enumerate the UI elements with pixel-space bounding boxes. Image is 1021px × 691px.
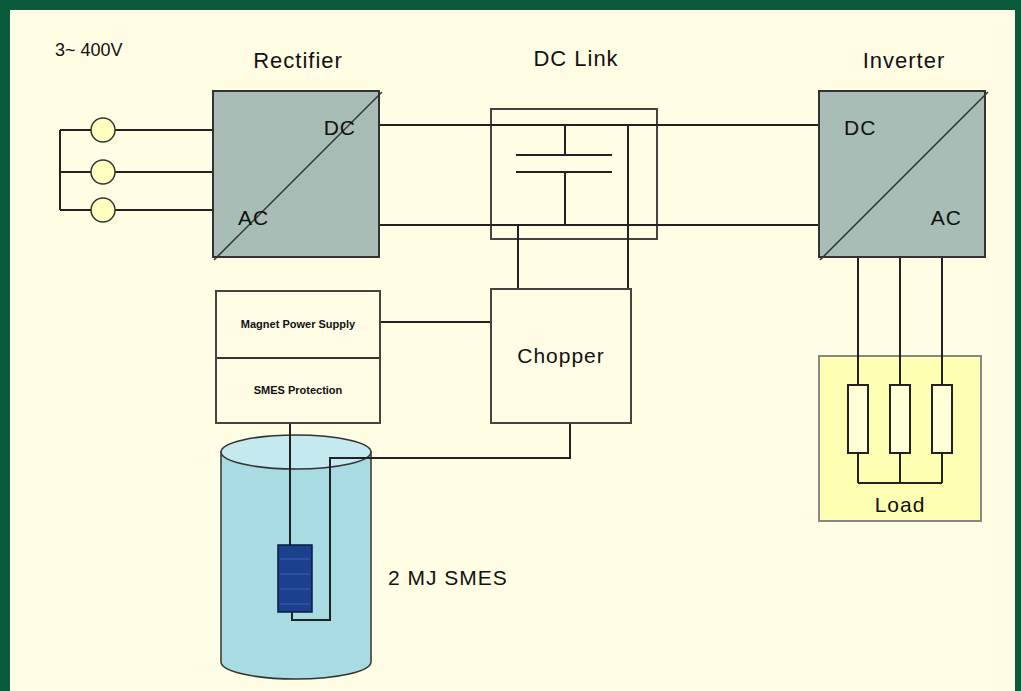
block-heading: Inverter: [800, 48, 1008, 73]
block-text: Magnet Power Supply: [217, 292, 379, 357]
chopper-block: Chopper: [490, 288, 632, 424]
block-symbol: [818, 90, 986, 258]
wire-connector: [518, 240, 519, 288]
block-symbol: [490, 108, 658, 240]
block-heading: 2 MJ SMES: [388, 566, 508, 590]
converter-block: InverterDCAC: [818, 90, 986, 258]
source-symbol: [91, 118, 115, 222]
wire-connector: [858, 258, 859, 355]
block-text: SMES Protection: [217, 357, 379, 422]
wire-connector: [942, 258, 943, 355]
supply-block: Magnet Power SupplySMES Protection: [215, 290, 381, 424]
dc-link-block: DC Link: [490, 108, 658, 240]
wire-connector: [900, 258, 901, 355]
panel: [10, 10, 1015, 691]
block-symbol: [212, 90, 380, 258]
port-label: AC: [931, 206, 962, 230]
wire-connector: [380, 225, 490, 226]
block-symbol: [220, 434, 372, 680]
block-heading: Rectifier: [184, 48, 412, 73]
wire-connector: [658, 225, 818, 226]
wire-connector: [290, 424, 291, 434]
converter-block: RectifierDCAC: [212, 90, 380, 258]
wire-connector: [381, 322, 490, 323]
port-label: DC: [844, 116, 876, 140]
wire-connector: [380, 125, 490, 126]
block-text: Load: [820, 493, 980, 517]
wire-connector: [628, 240, 629, 288]
block-text: Chopper: [492, 290, 630, 422]
load-block: Load: [818, 355, 982, 522]
source-wires: [60, 130, 212, 210]
wire-connector: [658, 125, 818, 126]
wire-connector: [372, 424, 570, 458]
smes-cylinder: 2 MJ SMES: [220, 434, 372, 680]
block-heading: DC Link: [472, 46, 680, 71]
port-label: DC: [324, 116, 356, 140]
supply-label: 3~ 400V: [55, 40, 123, 61]
port-label: AC: [238, 206, 269, 230]
